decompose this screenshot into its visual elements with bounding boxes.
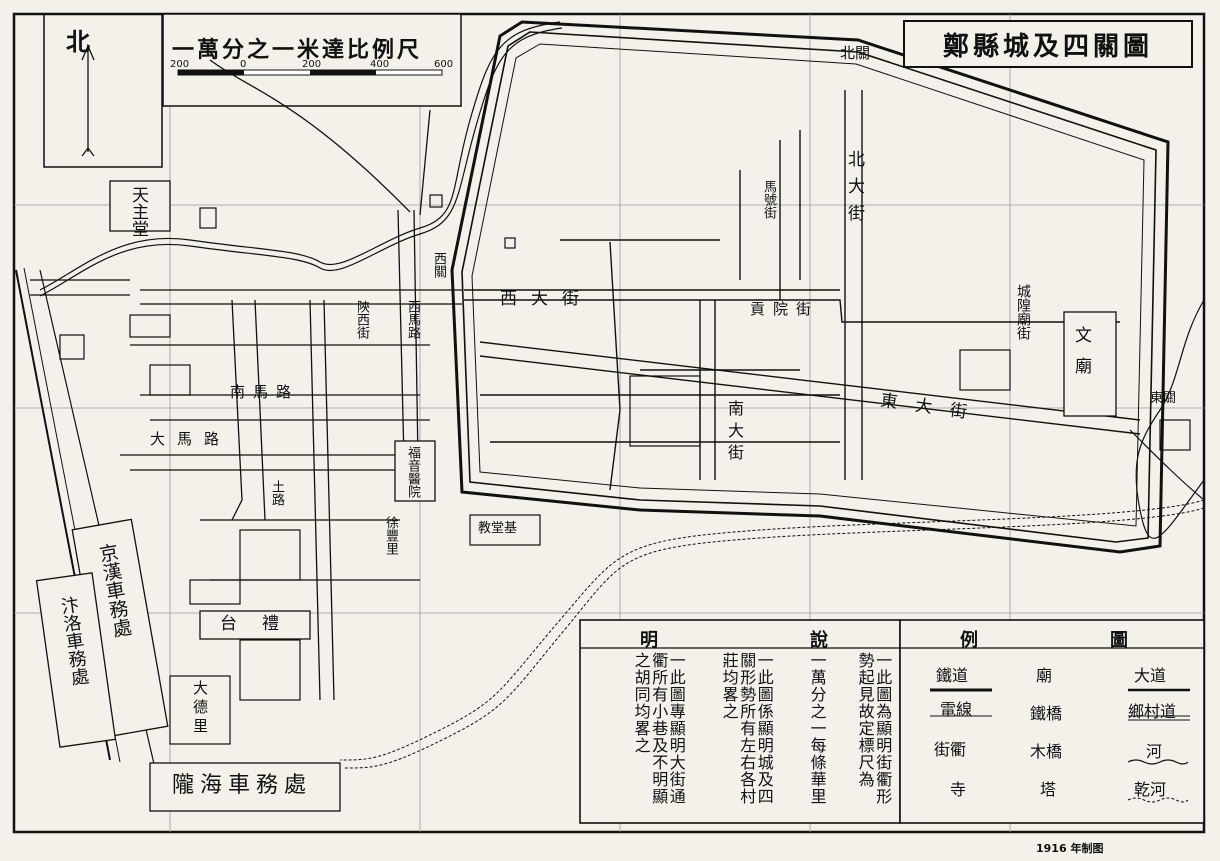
legend-header-2: 例 [960,630,978,651]
scale-bar-segment [310,70,376,75]
legend-label: 寺 [950,780,967,799]
street-shanxi: 陝西街 [354,300,369,339]
dry-river [339,499,1205,769]
place-dongguan: 東關 [1150,391,1177,406]
legend-label: 河 [1146,742,1163,761]
place-hospital: 福音醫院 [405,446,420,498]
place-tai: 台 [220,614,237,634]
explanation-line-4: 一此圖專顯明大街通衢所有小巷及不明顯之胡同均畧之 [631,652,686,805]
map-frame [12,12,1206,834]
bianluo-box [35,572,117,748]
building-blocks [59,194,1191,745]
tai-box [199,610,311,640]
place-church: 教堂基 [478,521,518,536]
legend-label: 鐵道 [936,666,969,685]
place-dadeli: 大德里 [191,680,209,737]
legend-label: 街衢 [934,740,967,759]
explanation-line-2: 一萬分之一每條華里 [807,652,827,805]
legend-panel [899,619,1205,824]
scale-tick: 400 [370,59,390,70]
place-beiguan: 北關 [840,44,871,62]
street-nanmalu: 南馬路 [230,383,300,401]
street-west-avenue: 西大街 [500,289,593,309]
legend-label: 大道 [1134,666,1167,685]
street-damalu: 大馬路 [150,430,232,448]
church-box [469,514,541,546]
place-tianzhutang: 天主堂 [128,186,148,237]
city-wall [450,20,1170,554]
street-ximalu: 西馬路 [405,300,420,339]
legend-header-1: 圖 [1110,630,1128,651]
north-label: 北 [66,27,90,56]
street-north-avenue: 北大街 [844,150,864,231]
hospital-box [394,440,436,502]
place-longhai: 隴海車務處 [172,773,313,798]
legend-label: 鄉村道 [1128,702,1177,721]
explanation-header-2: 明 [640,630,658,651]
scale-title: 一萬分之一米達比例尺 [172,37,423,63]
legend-label: 塔 [1040,780,1057,799]
street-chenghuang: 城隍廟街 [1015,284,1031,340]
year-note: 1916 年制图 [1036,842,1104,855]
street-gongyuan: 貢院街 [750,300,820,318]
place-xufengli: 徐豐里 [383,516,398,555]
explanation-header-1: 說 [810,630,828,651]
legend-label: 鐵橋 [1030,704,1063,723]
explanation-line-1: 一此圖為顯明街衢形勢起見故定標尺為 [855,652,893,805]
explanation-line-3: 一此圖係顯明城及四關形勢所有左右各村莊均畧之 [719,652,774,805]
north-arrow-tail [81,147,95,157]
scale-bar-segment [178,70,244,75]
street-mahao: 馬號街 [761,180,776,219]
scale-tick: 200 [302,59,322,70]
west-roads [30,59,462,701]
scale-box [162,13,462,107]
scale-tick: 600 [434,59,454,70]
legend-label: 乾河 [1134,780,1167,799]
river [39,21,1205,539]
wenmiao-box [1063,311,1117,417]
scale-tick: 0 [240,59,247,70]
tianzhutang-box [109,180,171,232]
legend-label: 木橋 [1030,742,1063,761]
street-south-avenue: 南大街 [725,400,744,466]
legend-symbols [930,688,1190,803]
map-title: 鄭縣城及四關圖 [903,20,1193,68]
north-arrow-icon [81,45,95,61]
place-li: 禮 [262,614,279,634]
north-box [43,13,163,168]
legend-label: 廟 [1036,666,1053,685]
scale-tick: 200 [170,59,190,70]
place-xiguan: 西關 [431,252,446,278]
place-wenmiao: 文廟 [1071,326,1091,388]
street-tulu: 土路 [269,480,284,506]
longhai-box [149,762,341,812]
legend-label: 電線 [940,700,973,719]
explanation-panel [579,619,901,824]
